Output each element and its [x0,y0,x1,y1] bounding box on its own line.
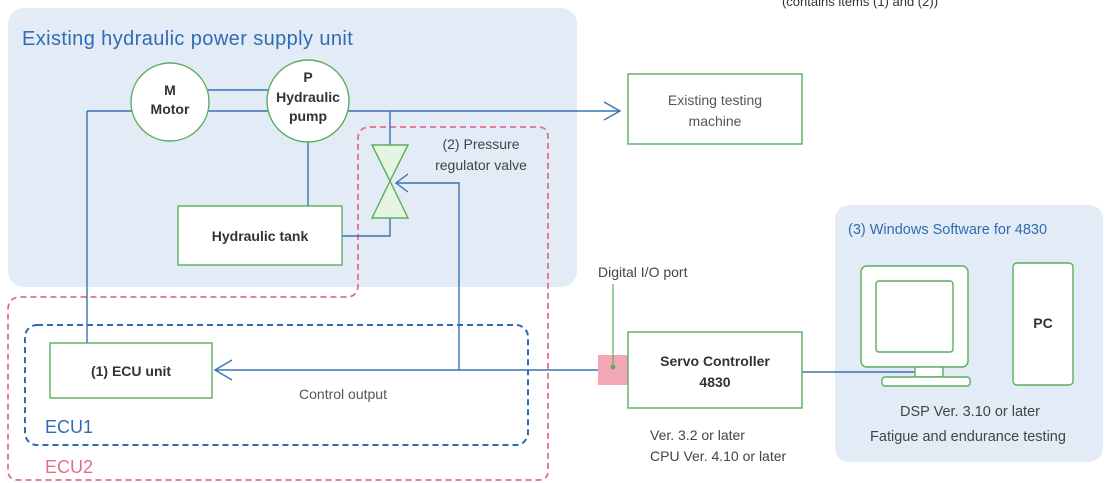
pump-label-line2: pump [289,108,327,124]
hydraulic-unit-title: Existing hydraulic power supply unit [22,28,353,50]
pump-circle [266,59,350,143]
ecu2-boundary [7,126,549,481]
valve-upper-triangle [370,144,410,183]
testing-machine-arrowhead [603,101,622,121]
valve-label-line2: regulator valve [435,157,527,173]
servo-version-line1: Ver. 3.2 or later [650,427,745,443]
monitor-stand-base [881,376,971,387]
control-output-label: Control output [299,386,387,402]
motor-symbol: M [164,82,176,98]
hydraulic-tank-box [177,205,343,266]
control-output-arrowhead [213,359,233,381]
servo-controller-label-line2: 4830 [699,374,730,390]
servo-controller-box [627,331,803,409]
motor-circle [130,62,210,142]
software-note-line2: Fatigue and endurance testing [870,429,1066,445]
testing-machine-label-line2: machine [689,113,742,129]
digital-io-label: Digital I/O port [598,264,688,280]
testing-machine-box [627,73,803,145]
software-note-line1: DSP Ver. 3.10 or later [900,404,1040,420]
header-note: (contains items (1) and (2)) [782,0,938,9]
testing-machine-label-line1: Existing testing [668,92,762,108]
pc-tower-icon [1012,262,1074,386]
ecu1-boundary [24,324,529,446]
valve-label-line1: (2) Pressure [442,136,519,152]
digital-io-leader-dot [610,364,616,370]
pump-symbol: P [303,69,312,85]
ecu2-label: ECU2 [45,457,93,477]
ecu1-label: ECU1 [45,417,93,437]
valve-control-line [396,182,460,370]
valve-control-arrowhead [394,173,409,193]
monitor-stand-neck [914,366,944,378]
hydraulic-tank-label: Hydraulic tank [212,228,309,244]
ecu-unit-box [49,342,213,399]
pump-label-line1: Hydraulic [276,89,340,105]
ecu-unit-label: (1) ECU unit [91,363,171,379]
servo-version-line2: CPU Ver. 4.10 or later [650,448,787,464]
valve-return-line [342,218,391,237]
valve-lower-triangle [370,179,410,219]
servo-controller-label-line1: Servo Controller [660,353,770,369]
pc-label: PC [1033,315,1052,331]
software-panel-title: (3) Windows Software for 4830 [848,222,1047,238]
motor-label: Motor [151,101,190,117]
monitor-screen [875,280,954,353]
